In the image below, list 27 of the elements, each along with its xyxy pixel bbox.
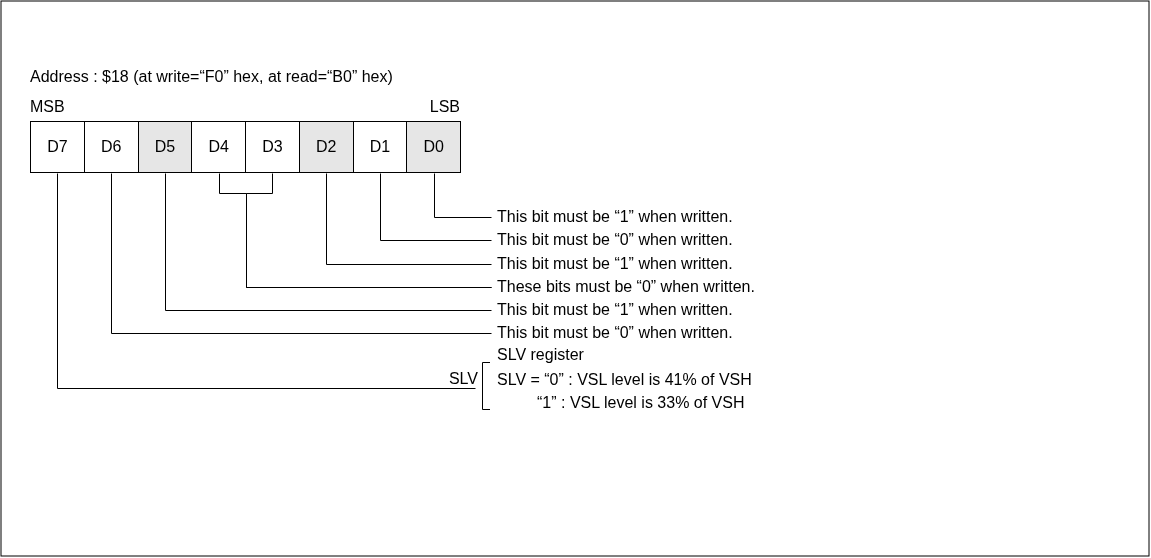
- leader-line: [111, 173, 492, 334]
- bit-note: This bit must be “0” when written.: [497, 323, 733, 343]
- bit-cell: D0: [406, 121, 461, 173]
- bit-note: This bit must be “1” when written.: [497, 300, 733, 320]
- setting-text: SLV = “0” : VSL level is 41% of VSH: [497, 370, 752, 390]
- bit-cell: D1: [352, 121, 408, 173]
- bit-note: These bits must be “0” when written.: [497, 277, 755, 297]
- setting-text: “1” : VSL level is 33% of VSH: [537, 393, 745, 413]
- register-heading: SLV register: [497, 345, 584, 365]
- bit-note: This bit must be “1” when written.: [497, 207, 733, 227]
- bit-cell: D4: [191, 121, 246, 173]
- bit-note: This bit must be “0” when written.: [497, 230, 733, 250]
- leader-line: [57, 173, 476, 389]
- leader-line: [326, 173, 492, 265]
- field-name: SLV: [448, 369, 478, 389]
- leader-line: [434, 173, 492, 218]
- bit-order-label: LSB: [429, 97, 460, 117]
- leader-line: [380, 173, 492, 241]
- title: Address : $18 (at write=“F0” hex, at read=“B0” hex): [30, 67, 393, 87]
- bit-note: This bit must be “1” when written.: [497, 254, 733, 274]
- bit-cell: D7: [30, 121, 85, 173]
- bit-cell: D3: [245, 121, 300, 173]
- bit-cell: D6: [83, 121, 139, 173]
- leader-line: [165, 173, 492, 311]
- bit-order-label: MSB: [30, 97, 65, 117]
- bit-cell: D2: [298, 121, 354, 173]
- bit-cell: D5: [137, 121, 193, 173]
